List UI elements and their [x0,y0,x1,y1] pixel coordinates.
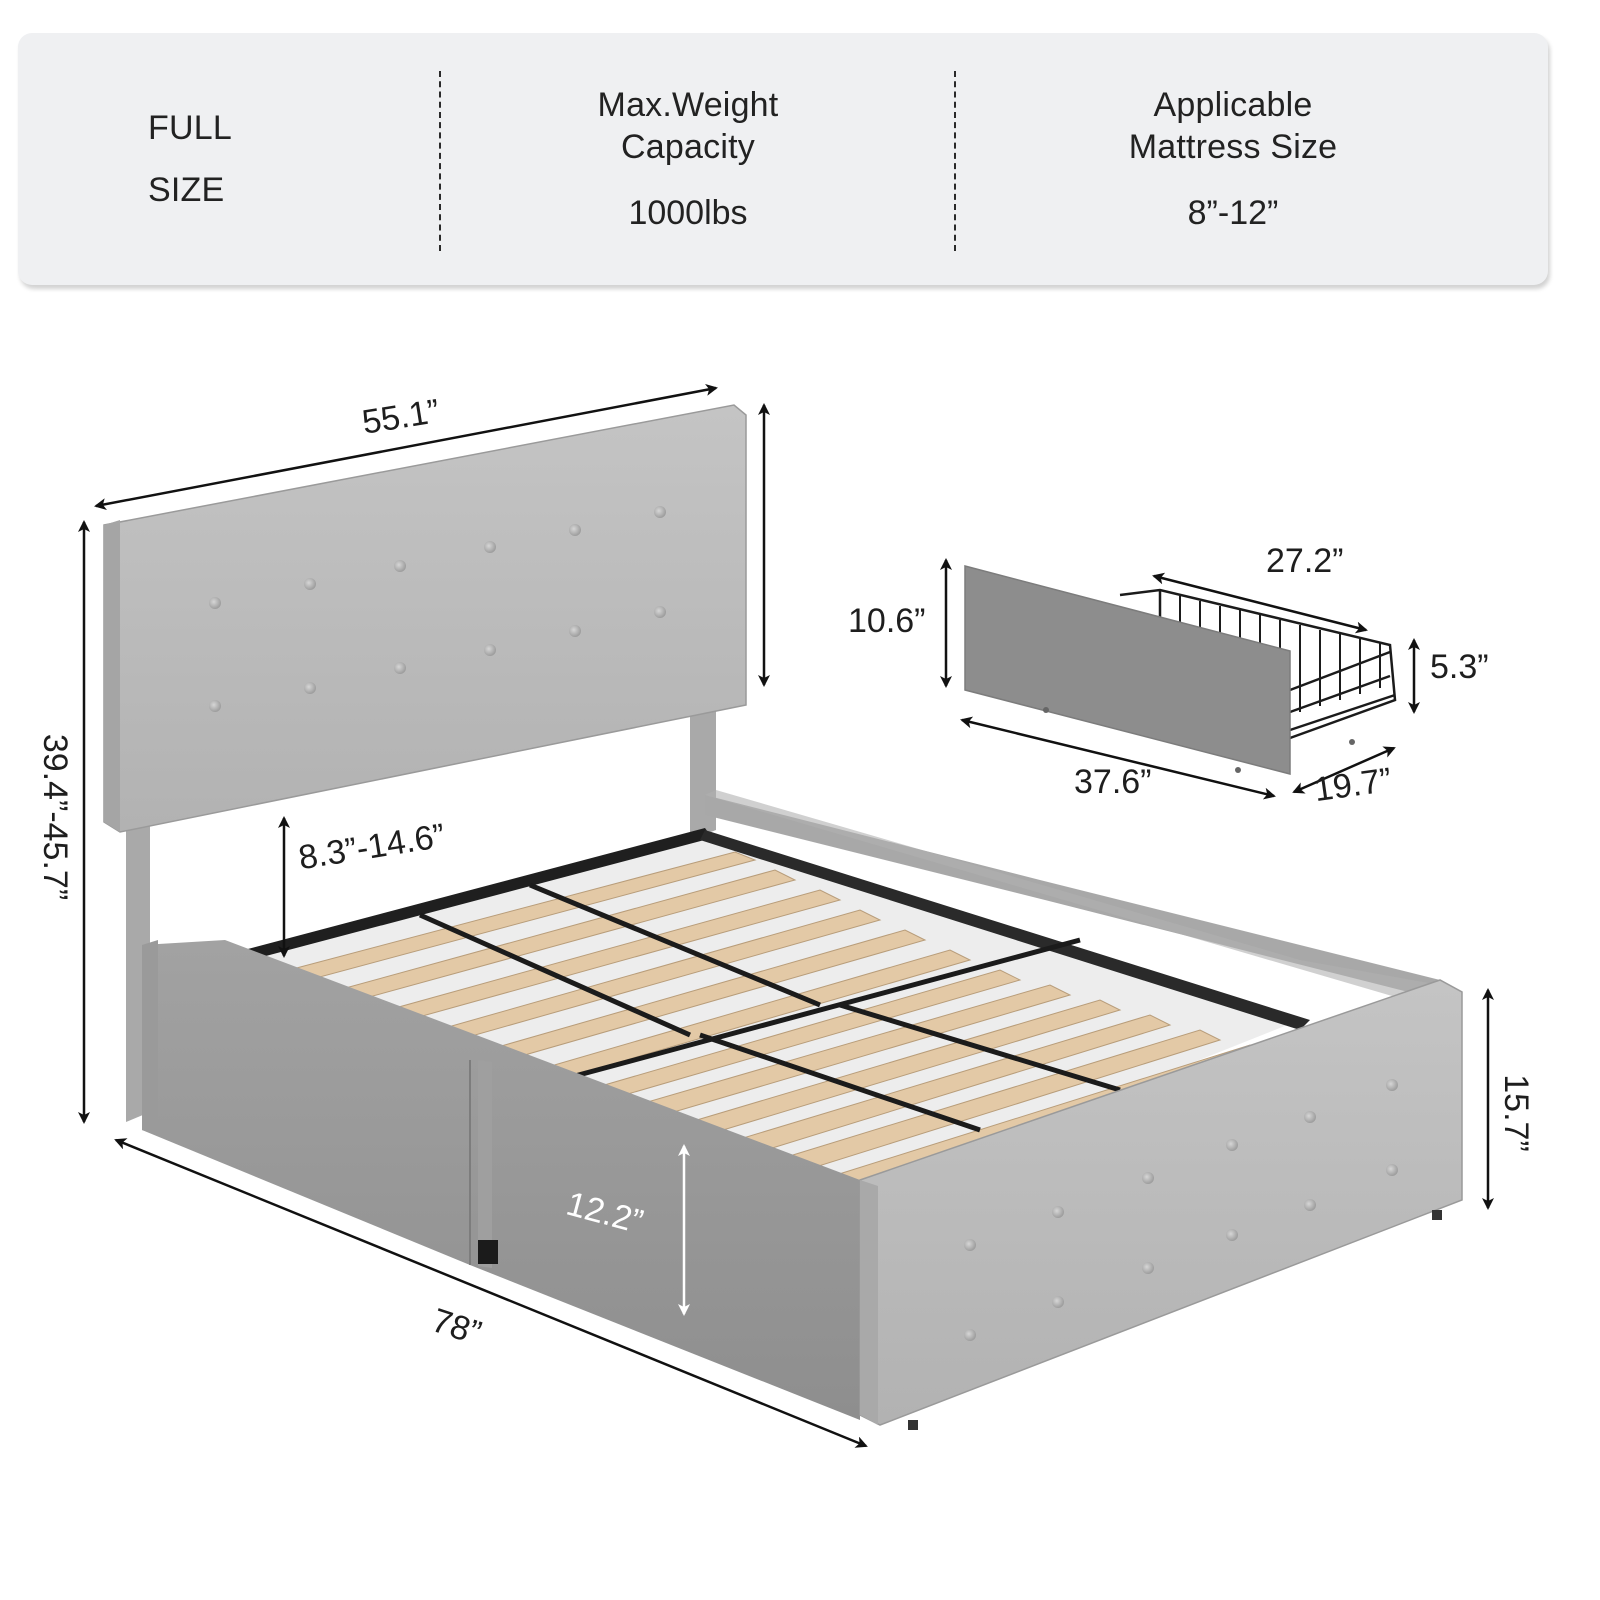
footboard-height-label: 15.7” [1497,1074,1535,1152]
weight-label-line2: Capacity [621,128,755,166]
length-arrow [114,1138,868,1448]
drawer-depth-arrow [1292,746,1396,794]
size-label-line2: SIZE [148,171,225,209]
mattress-size-spec: Applicable Mattress Size 8”-12” [993,33,1473,285]
mattress-value: 8”-12” [1187,194,1279,232]
spec-divider [954,71,956,251]
headboard-width-arrow [94,383,718,511]
size-label-line1: FULL [148,109,232,147]
mattress-label-line2: Mattress Size [1128,128,1338,166]
basket-length-label: 27.2” [1266,542,1344,580]
headboard [103,404,747,833]
spec-bar: FULL SIZE Max.Weight Capacity 1000lbs Ap… [18,33,1548,285]
drawer-front-height-label: 10.6” [848,602,926,640]
spec-divider [439,71,441,251]
weight-capacity-spec: Max.Weight Capacity 1000lbs [478,33,898,285]
weight-value: 1000lbs [628,194,748,232]
drawer-width-arrow [960,716,1276,800]
drawer-width-label: 37.6” [1074,763,1152,801]
weight-label-line1: Max.Weight [597,86,779,124]
total-height-label: 39.4”-45.7” [36,733,74,901]
size-spec: FULL SIZE [148,33,368,285]
basket-length-arrow [1152,572,1368,634]
drawer-illustration [964,565,1397,775]
mattress-label-line1: Applicable [1153,86,1313,124]
slats [225,828,1310,1230]
basket-height-label: 5.3” [1430,648,1489,686]
